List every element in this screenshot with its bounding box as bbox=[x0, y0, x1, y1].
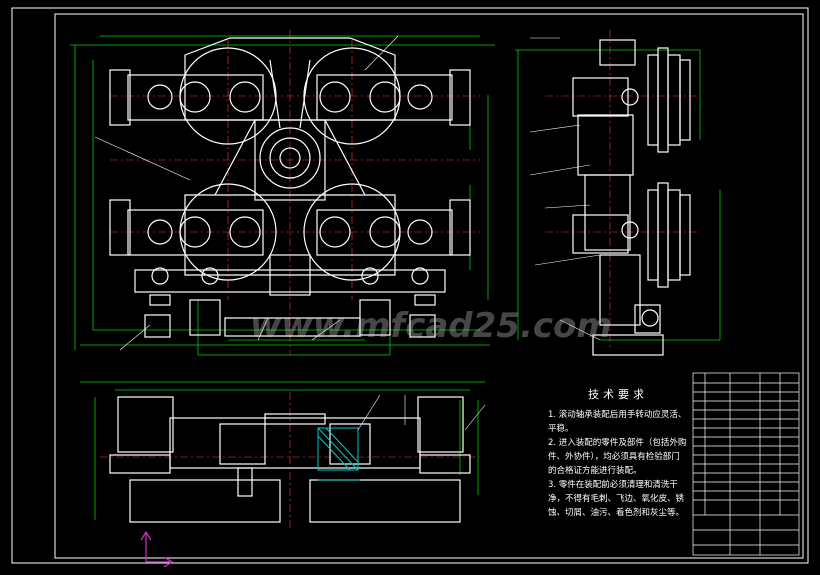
ucs-axis-icon bbox=[140, 530, 174, 568]
watermark-text: www.mfcad25.com bbox=[250, 306, 612, 346]
side-view-centerlines bbox=[545, 30, 700, 350]
front-view-body bbox=[109, 37, 471, 338]
front-view bbox=[70, 30, 495, 356]
title-block bbox=[692, 372, 800, 556]
technical-requirements-title: 技术要求 bbox=[588, 388, 648, 401]
side-view-leaders bbox=[529, 37, 601, 341]
front-view-leaders bbox=[94, 35, 399, 351]
top-view-centerlines bbox=[100, 392, 480, 528]
side-view bbox=[515, 30, 721, 356]
top-view-body bbox=[109, 396, 471, 523]
front-view-dimensions bbox=[70, 35, 495, 356]
top-view-dimensions bbox=[80, 381, 485, 520]
technical-requirements: 技术要求 1. 滚动轴承装配后用手转动应灵活、平稳。 2. 进入装配的零件及部件… bbox=[548, 388, 688, 520]
top-view-leaders bbox=[357, 394, 486, 431]
requirement-item: 3. 零件在装配前必须清理和清洗干净，不得有毛刺、飞边、氧化皮、锈蚀、切屑、油污… bbox=[548, 480, 685, 518]
outer-border bbox=[11, 7, 809, 564]
requirement-item: 1. 滚动轴承装配后用手转动应灵活、平稳。 bbox=[548, 410, 687, 434]
inner-border bbox=[54, 13, 804, 559]
requirement-item: 2. 进入装配的零件及部件（包括外购件、外协件），均必须具有检验部门的合格证方能… bbox=[548, 438, 687, 476]
top-view bbox=[80, 381, 486, 528]
top-view-section-detail bbox=[317, 427, 360, 481]
side-view-body bbox=[572, 39, 691, 356]
side-view-dimensions bbox=[515, 49, 721, 341]
